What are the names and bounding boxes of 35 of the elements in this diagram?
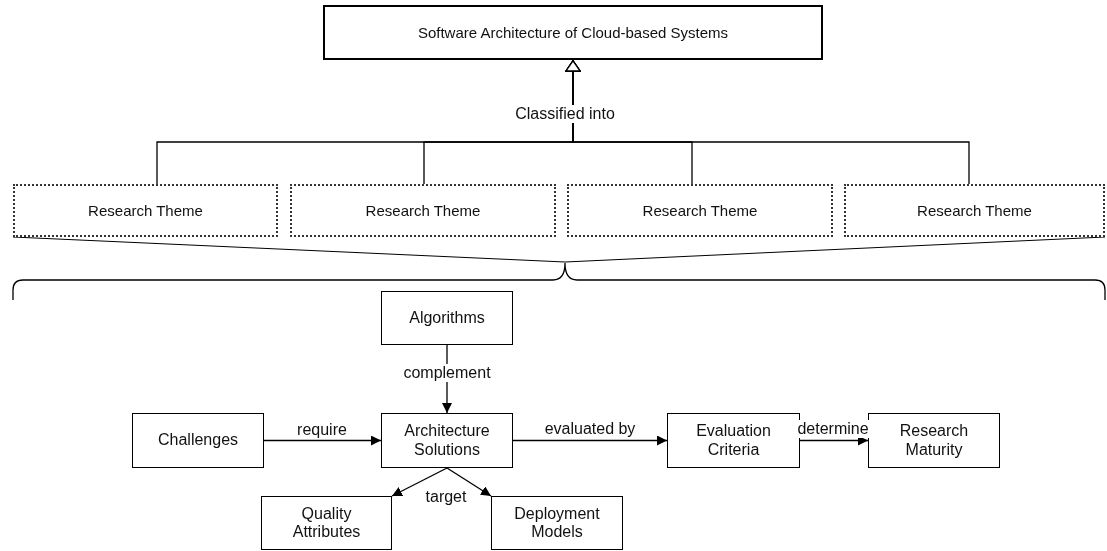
edge-label: Classified into	[513, 105, 617, 123]
concept-box	[667, 413, 800, 468]
node-label: Research Theme	[88, 201, 203, 220]
concept-box	[132, 413, 264, 468]
node-label: Software Architecture of Cloud-based Systems	[417, 23, 729, 42]
node-label: Evaluation Criteria	[695, 422, 772, 459]
title-box	[323, 5, 823, 60]
theme-box	[13, 184, 278, 237]
concept-box	[261, 496, 392, 550]
node-label: Research Theme	[917, 201, 1032, 220]
arrow	[446, 467, 492, 497]
node-label: Deployment Models	[513, 504, 601, 542]
edge-label: require	[295, 421, 349, 439]
arrow	[512, 435, 668, 446]
concept-box	[381, 291, 513, 345]
node-label: Research Theme	[365, 201, 481, 220]
node-label: Challenges	[157, 431, 239, 450]
concept-box	[381, 413, 513, 468]
concept-box	[491, 496, 623, 550]
concept-box	[868, 413, 1000, 468]
edge-label: target	[423, 488, 469, 506]
node-label: Architecture Solutions	[403, 422, 491, 459]
node-label: Quality Attributes	[291, 504, 362, 542]
node-label: Algorithms	[409, 308, 485, 328]
node-label: Research Theme	[642, 201, 758, 220]
arrow	[565, 59, 970, 185]
edge-label: determine	[795, 420, 871, 438]
theme-box	[290, 184, 556, 237]
arrow	[391, 467, 448, 497]
edge-label: evaluated by	[542, 420, 638, 438]
node-label: Research Maturity	[898, 422, 970, 459]
theme-box	[567, 184, 833, 237]
arrow	[263, 435, 382, 446]
theme-box	[844, 184, 1105, 237]
edge-label: complement	[401, 364, 493, 382]
